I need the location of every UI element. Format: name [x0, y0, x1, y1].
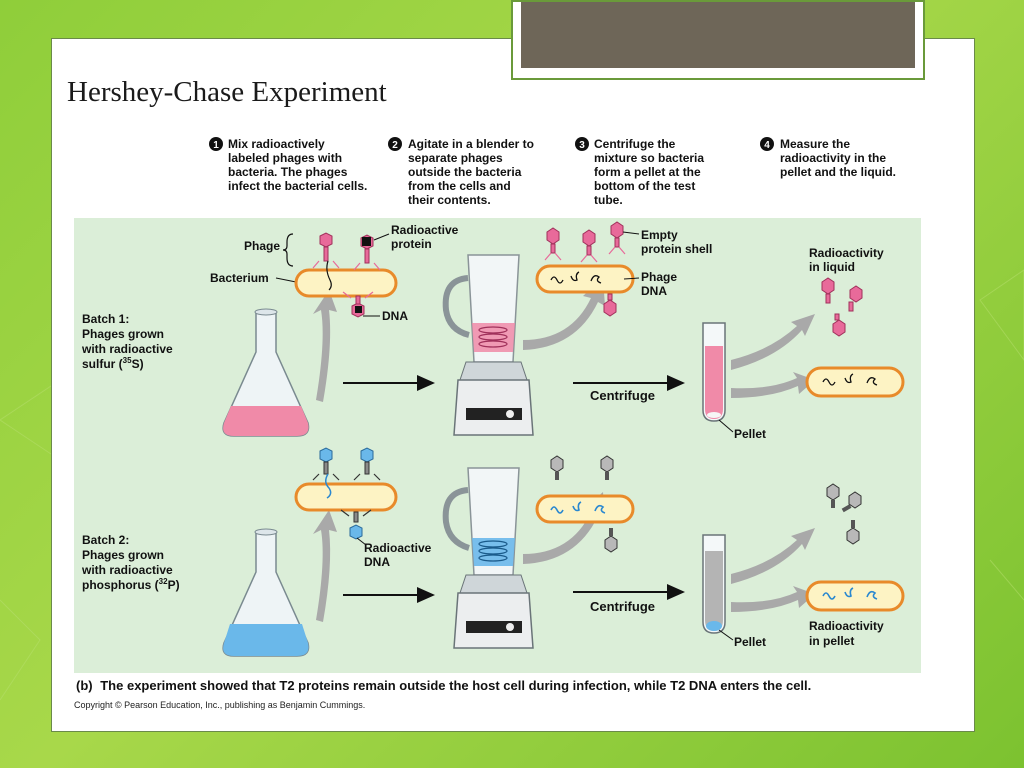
phage-label: Phage	[244, 239, 280, 253]
step-4: 4 Measure the radioactivity in the pelle…	[760, 137, 896, 179]
step-number: 3	[579, 140, 585, 151]
batch-2-title: Batch 2:	[82, 533, 129, 547]
radioactive-dna-label: Radioactive	[364, 541, 432, 555]
dna-label: DNA	[382, 309, 408, 323]
step-text: their contents.	[408, 193, 491, 207]
batch-1-text: sulfur (	[82, 357, 123, 371]
step-text: mixture so bacteria	[594, 151, 704, 165]
empty-shell-label: protein shell	[641, 242, 712, 256]
bacterium-label: Bacterium	[210, 271, 269, 285]
step-text: Centrifuge the	[594, 137, 676, 151]
batch-2-text: P)	[168, 578, 180, 592]
step-number: 4	[764, 140, 770, 151]
step-text: bacteria. The phages	[228, 165, 348, 179]
empty-shell-label: Empty	[641, 228, 678, 242]
test-tube-1	[703, 323, 725, 421]
caption-text: The experiment showed that T2 proteins r…	[100, 678, 811, 693]
batch-1-title: Batch 1:	[82, 312, 129, 326]
step-text: Measure the	[780, 137, 850, 151]
radioactive-protein-label: Radioactive	[391, 223, 459, 237]
batch-2-text: with radioactive	[81, 563, 173, 577]
step-text: pellet and the liquid.	[780, 165, 896, 179]
step-number: 1	[213, 140, 219, 151]
bacterium-blended-1	[537, 266, 633, 292]
pellet-bacterium-1	[807, 368, 903, 396]
pellet-bacterium-2	[807, 582, 903, 610]
batch-1-text: Phages grown	[82, 327, 164, 341]
step-text: infect the bacterial cells.	[228, 179, 367, 193]
step-text: labeled phages with	[228, 151, 342, 165]
decoration-panel	[521, 2, 915, 68]
batch-1-text: S)	[132, 357, 144, 371]
step-text: radioactivity in the	[780, 151, 886, 165]
step-text: separate phages	[408, 151, 503, 165]
phage-dna-label: DNA	[641, 284, 667, 298]
step-text: from the cells and	[408, 179, 511, 193]
step-number: 2	[392, 140, 398, 151]
step-text: form a pellet at the	[594, 165, 701, 179]
phage-dna-label: Phage	[641, 270, 677, 284]
copyright-text: Copyright © Pearson Education, Inc., pub…	[74, 700, 365, 710]
step-2: 2 Agitate in a blender to separate phage…	[388, 137, 534, 207]
centrifuge-label: Centrifuge	[590, 388, 655, 403]
radioactivity-liquid-label: Radioactivity	[809, 246, 884, 260]
radioactivity-pellet-label: in pellet	[809, 634, 854, 648]
hershey-chase-diagram: 1 Mix radioactively labeled phages with …	[71, 130, 928, 720]
centrifuge-label: Centrifuge	[590, 599, 655, 614]
step-text: Mix radioactively	[228, 137, 325, 151]
step-text: Agitate in a blender to	[408, 137, 534, 151]
radioactive-dna-label: DNA	[364, 555, 390, 569]
step-1: 1 Mix radioactively labeled phages with …	[209, 137, 367, 193]
step-3: 3 Centrifuge the mixture so bacteria for…	[575, 137, 704, 207]
step-text: outside the bacteria	[408, 165, 522, 179]
svg-text:(b) The experiment showed: (b) The experiment showed that T2 protei…	[76, 678, 811, 693]
caption-label: (b)	[76, 678, 93, 693]
step-text: tube.	[594, 193, 623, 207]
slide-title: Hershey-Chase Experiment	[67, 76, 387, 109]
radioactive-protein-label: protein	[391, 237, 432, 251]
pellet-label: Pellet	[734, 635, 766, 649]
test-tube-2	[703, 535, 725, 633]
title-decoration	[511, 0, 925, 80]
bacterium-blended-2	[537, 496, 633, 522]
batch-2-text: phosphorus (	[82, 578, 159, 592]
step-text: bottom of the test	[594, 179, 695, 193]
radioactivity-pellet-label: Radioactivity	[809, 619, 884, 633]
batch-1-text: with radioactive	[81, 342, 173, 356]
batch-2-text: Phages grown	[82, 548, 164, 562]
radioactivity-liquid-label: in liquid	[809, 260, 855, 274]
pellet-label: Pellet	[734, 427, 766, 441]
svg-text:sulfur (35S): sulfur (35S)	[82, 356, 144, 371]
